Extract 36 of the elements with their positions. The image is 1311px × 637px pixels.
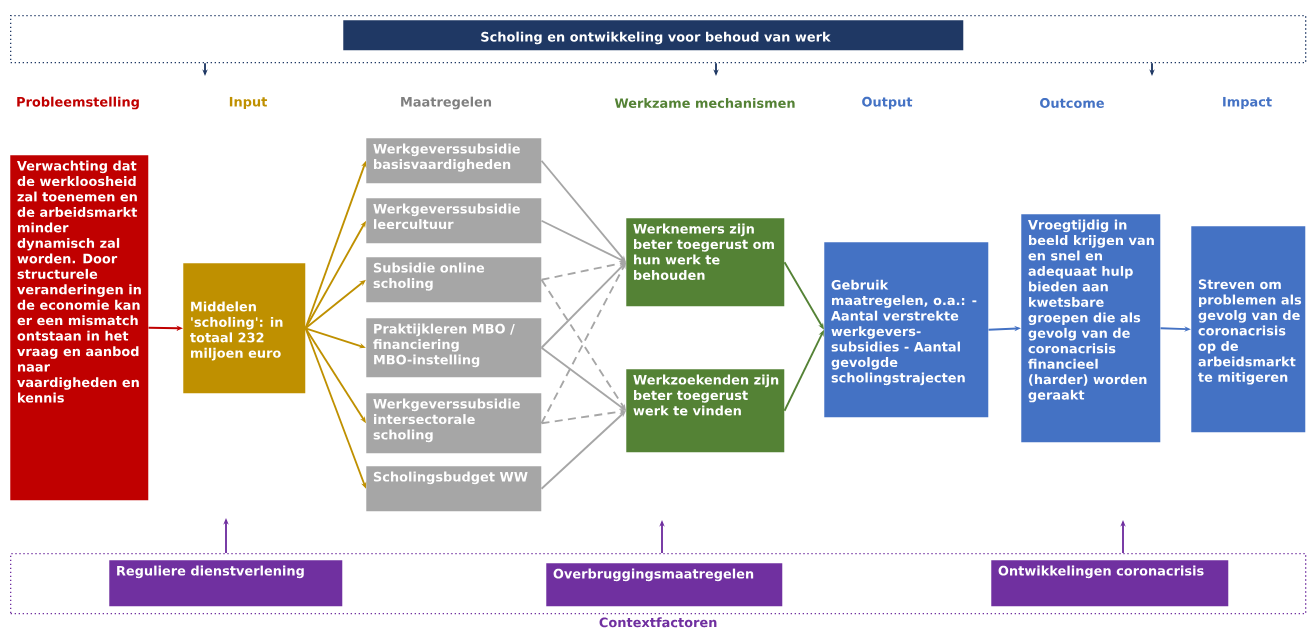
measure-box: Praktijkleren MBO / financiering MBO-instelling bbox=[366, 318, 542, 378]
column-header: Maatregelen bbox=[401, 96, 492, 110]
arrow bbox=[540, 346, 626, 411]
measure-box: Subsidie online scholing bbox=[366, 257, 542, 303]
arrow bbox=[540, 260, 626, 281]
impact-box: Streven om problemen als gevolg van de coronacrisis op de arbeidsmarkt te mitigeren bbox=[1191, 226, 1306, 433]
node-label: Contextfactoren bbox=[599, 617, 717, 628]
column-header: Impact bbox=[1223, 96, 1272, 110]
dotted-frame bbox=[10, 15, 1307, 64]
measure-box: Scholingsbudget WW bbox=[366, 466, 542, 512]
output-box: Gebruik maatregelen, o.a.: - Aantal verstrekte werkgevers-subsidies - Aantal gevolgde scholingstrajecten bbox=[824, 242, 989, 418]
measure-box: Werkgeverssubsidie intersectorale scholing bbox=[366, 393, 542, 454]
column-header: Outcome bbox=[1040, 98, 1104, 108]
measure-box: Werkgeverssubsidie basisvaardigheden bbox=[366, 138, 542, 184]
mechanism-box: Werknemers zijn beter toegerust om hun werk te behouden bbox=[626, 218, 785, 307]
arrow bbox=[540, 278, 626, 411]
mechanism-box: Werkzoekenden zijn beter toegerust werk te vinden bbox=[626, 369, 785, 453]
column-header: Werkzame mechanismen bbox=[614, 98, 795, 108]
column-header: Probleemstelling bbox=[17, 96, 139, 110]
title-box: Scholing en ontwikkeling voor behoud van werk bbox=[343, 20, 964, 51]
context-box: Overbruggingsmaatregelen bbox=[546, 563, 783, 607]
arrow bbox=[540, 262, 626, 349]
column-header: Input bbox=[229, 96, 268, 110]
problem-box: Verwachting dat de werkloosheid zal toenemen en de arbeidsmarkt minder dynamisch zal worden. Door structurele veranderingen in de economie kan er een mismatch ontstaan in het vraag en aanbod naar vaardigheden en kennis bbox=[10, 155, 149, 501]
input-box: Middelen 'scholing': in totaal 232 miljoen euro bbox=[183, 263, 306, 394]
measure-box: Werkgeverssubsidie leercultuur bbox=[366, 198, 542, 244]
arrow bbox=[540, 219, 626, 263]
context-box: Reguliere dienstverlening bbox=[109, 560, 343, 607]
arrow bbox=[304, 327, 366, 349]
column-header: Output bbox=[862, 96, 913, 110]
arrow bbox=[783, 261, 824, 330]
arrow bbox=[540, 409, 626, 425]
context-box: Ontwikkelingen coronacrisis bbox=[991, 560, 1229, 607]
arrow bbox=[1159, 326, 1191, 332]
outcome-box: Vroegtijdig in beeld krijgen van en snel en adequaat hulp bieden aan kwetsbare groepen die als gevolg van de coronacrisis financieel (harder) worden geraakt bbox=[1021, 214, 1161, 443]
arrow bbox=[147, 325, 183, 331]
